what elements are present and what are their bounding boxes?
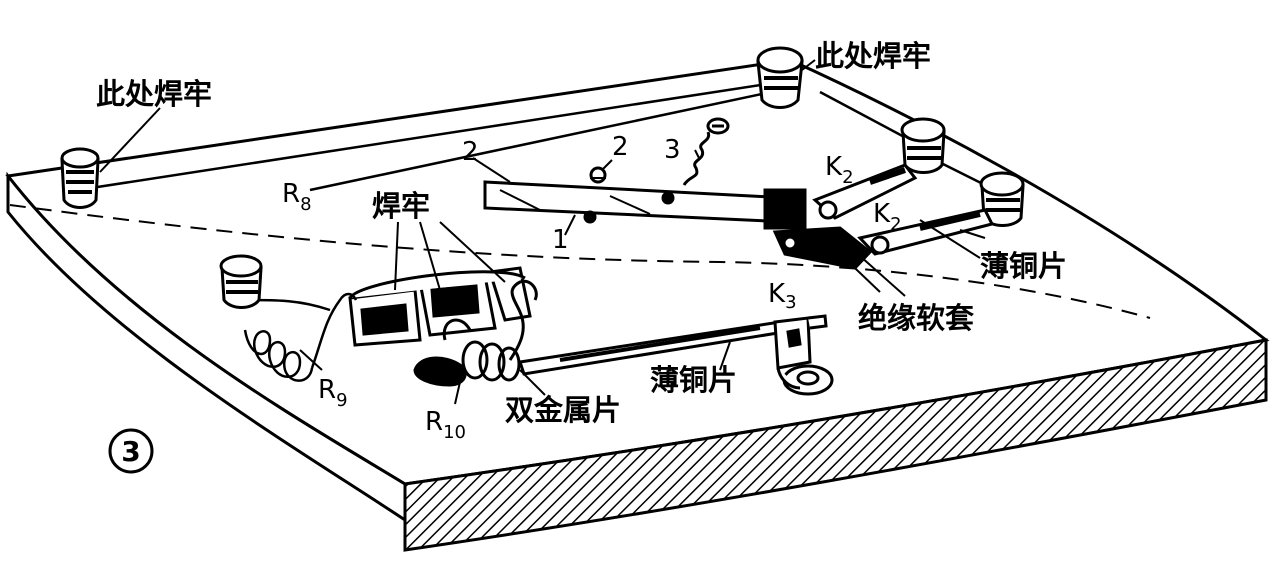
board-dashed-edge	[9, 204, 1151, 319]
contact-bracket-k3	[773, 314, 834, 396]
label-solder-firm: 焊牢	[372, 189, 430, 223]
figure-number: 3	[108, 428, 154, 474]
label-k2-upper-letter: K	[825, 152, 843, 182]
label-r8-letter: R	[282, 179, 300, 209]
label-insulating-sleeve: 绝缘软套	[858, 301, 974, 335]
leader-lines	[99, 59, 986, 405]
label-bimetal-strip: 双金属片	[505, 393, 621, 427]
label-r10: R10	[425, 407, 466, 443]
wooden-board	[5, 58, 1270, 552]
label-k2-lower: K2	[873, 199, 902, 235]
label-k2-upper: K2	[825, 152, 854, 188]
adjusting-screw-spring	[682, 117, 730, 186]
label-r9-letter: R	[318, 375, 336, 405]
label-thin-copper-upper: 薄铜片	[980, 249, 1067, 283]
figure-number-text: 3	[121, 435, 140, 468]
label-k3: K3	[768, 279, 797, 313]
label-num-2a: 2	[462, 137, 479, 167]
binding-post-left	[60, 147, 100, 209]
label-num-2b: 2	[612, 132, 629, 162]
label-num-3: 3	[664, 135, 681, 165]
label-solder-here-right: 此处焊牢	[815, 39, 931, 73]
heater-coil-r9	[243, 292, 358, 382]
label-k2-lower-sub: 2	[890, 214, 901, 235]
label-r9: R9	[318, 375, 348, 411]
label-k3-letter: K	[768, 279, 786, 309]
insulating-sleeve	[772, 226, 873, 270]
label-solder-here-left: 此处焊牢	[96, 77, 212, 111]
label-r10-letter: R	[425, 407, 443, 437]
copper-strip-k2-upper	[812, 163, 918, 220]
heater-coil-r10	[413, 318, 521, 387]
label-k3-sub: 3	[785, 292, 796, 313]
binding-post-r9	[219, 254, 263, 309]
label-r10-sub: 10	[443, 422, 466, 443]
label-num-1: 1	[552, 225, 569, 255]
contact-lever	[483, 166, 807, 230]
label-r9-sub: 9	[336, 390, 347, 411]
label-r8-sub: 8	[300, 194, 311, 215]
label-r8: R8	[282, 179, 312, 215]
board-hatched-face	[403, 338, 1268, 552]
label-k2-lower-letter: K	[873, 199, 891, 229]
binding-post-top	[756, 46, 804, 109]
label-thin-copper-lower: 薄铜片	[650, 363, 737, 397]
label-k2-upper-sub: 2	[842, 167, 853, 188]
binding-post-k2-upper	[900, 117, 946, 174]
